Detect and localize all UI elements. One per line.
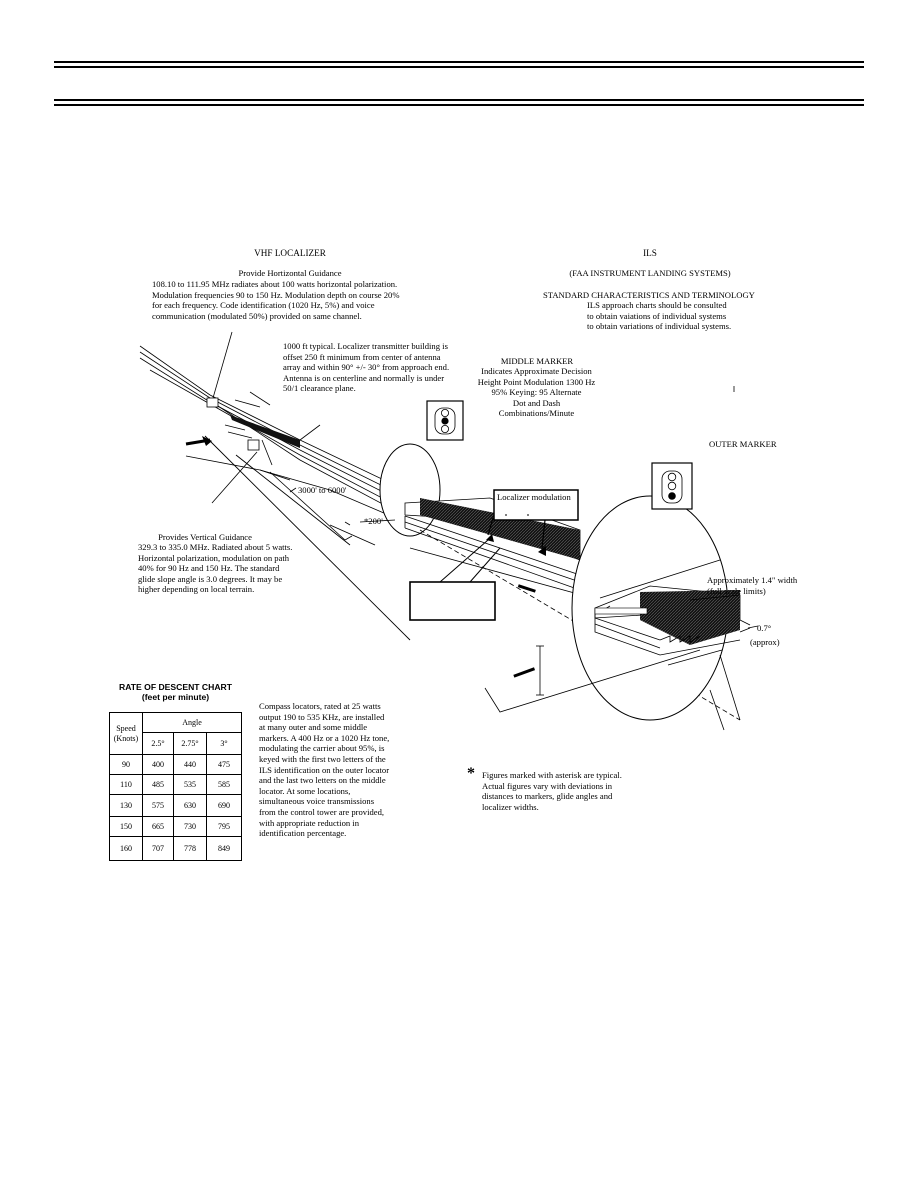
middle-marker-title: MIDDLE MARKER [500,356,574,366]
localizer-modulation-label: Localizer modulation [497,492,571,502]
footnote-text: Figures marked with asterisk are typical… [482,770,622,812]
glide-path-dark [420,498,580,560]
row-value: 535 [173,774,207,795]
outer-marker-title: OUTER MARKER [709,439,777,449]
row-value: 795 [206,816,242,837]
ils-title: ILS [643,248,657,258]
glide-slope-building [247,439,260,451]
ils-standard-heading: STANDARD CHARACTERISTICS AND TERMINOLOGY [543,290,755,300]
top-rule-3 [54,99,864,101]
row-speed: 110 [109,774,143,795]
row-value: 849 [206,836,242,861]
ils-standard-body: ILS approach charts should be consulted … [587,300,732,332]
distance-dimension [269,471,396,541]
ils-subtitle: (FAA INSTRUMENT LANDING SYSTEMS) [569,268,731,278]
angle-approx: (approx) [750,637,780,647]
row-value: 707 [142,836,174,861]
descent-chart-subtitle: (feet per minute) [141,691,210,702]
table-row: 110 485 535 585 [109,774,242,795]
outer-course-dark [640,590,740,645]
angle-note: 0.7° [757,623,772,633]
row-value: 400 [142,754,174,775]
localizer-beam-near [230,415,300,448]
compass-locators-text: Compass locators, rated at 25 watts outp… [259,701,390,839]
descent-table: Speed (Knots) Angle 2.5° 2.75° 3° 90 400… [109,712,242,861]
angle-col-3: 3° [206,732,242,755]
angle-header: Angle [142,712,242,733]
speed-header: Speed (Knots) [109,712,143,755]
row-value: 778 [173,836,207,861]
localizer-body: 108.10 to 111.95 MHz radiates about 100 … [152,279,400,321]
top-rule-2 [54,66,864,68]
row-value: 585 [206,774,242,795]
localizer-subtitle: Provide Hortizontal Guidance [238,268,342,278]
footnote-asterisk: * [467,765,475,782]
offset-label: *200' [364,516,383,526]
top-rule-1 [54,61,864,63]
row-value: 485 [142,774,174,795]
outer-arrow [513,667,536,678]
row-value: 440 [173,754,207,775]
row-value: 690 [206,794,242,817]
row-value: 630 [173,794,207,817]
table-row: 130 575 630 690 [109,794,242,817]
row-speed: 150 [109,816,143,837]
transmitter-note: 1000 ft typical. Localizer transmitter b… [283,341,450,394]
row-value: 665 [142,816,174,837]
runway-arrow [517,584,536,593]
distance-label: 3000' to 6000' [298,485,347,495]
descent-chart-title-text: RATE OF DESCENT CHART [119,682,232,692]
row-speed: 130 [109,794,143,817]
glide-slope-title: Provides Vertical Guidance [158,532,252,542]
top-rule-4 [54,104,864,106]
row-speed: 90 [109,754,143,775]
table-row: 160 707 778 849 [109,836,242,861]
middle-marker-light-panel [426,400,464,441]
row-value: 730 [173,816,207,837]
glide-slope-label-box [409,581,496,621]
width-note: Approximately 1.4" width (full scale lim… [707,575,798,596]
table-row: 150 665 730 795 [109,816,242,837]
row-speed: 160 [109,836,143,861]
outer-marker-light-panel [651,462,693,510]
building-dimension-marks [224,391,321,466]
row-value: 575 [142,794,174,817]
outer-dimension-marks [484,559,759,731]
ground-lines [204,435,411,641]
middle-marker-body: Indicates Approximate Decision Height Po… [477,366,596,419]
descent-chart-title: RATE OF DESCENT CHART (feet per minute) [108,682,243,702]
table-row: 90 400 440 475 [109,754,242,775]
angle-col-2: 2.75° [173,732,207,755]
localizer-antenna-building [206,397,219,408]
localizer-modulation-box [493,489,579,521]
angle-col-1: 2.5° [142,732,174,755]
row-value: 475 [206,754,242,775]
localizer-title: VHF LOCALIZER [254,248,326,258]
glide-slope-body: 329.3 to 335.0 MHz. Radiated about 5 wat… [138,542,293,595]
